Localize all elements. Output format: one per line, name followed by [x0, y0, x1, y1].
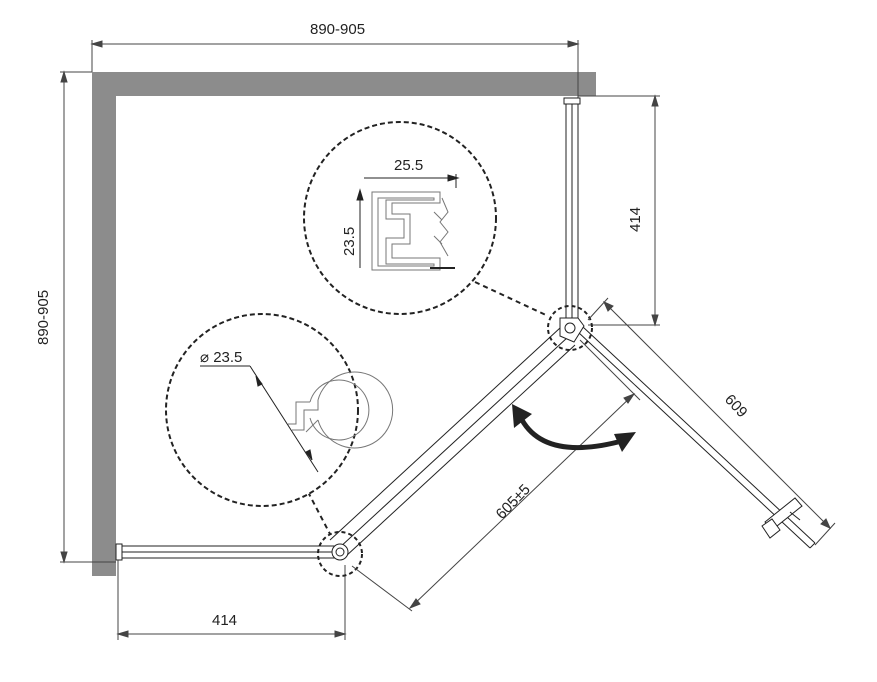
door-opening-label: 605±5: [493, 481, 534, 523]
door-length-label: 609: [721, 391, 751, 421]
top-hinge: [559, 317, 585, 343]
hinge-detail-circle: [165, 313, 359, 507]
bottom-detail-leader: [307, 491, 331, 535]
bottom-panel-label: 414: [212, 612, 237, 629]
top-hinge-marker: [547, 305, 593, 351]
bottom-panel-dimension: [116, 560, 347, 640]
top-dimension: [90, 40, 580, 100]
right-fixed-panel: [563, 97, 581, 321]
door-length-dimension: [587, 297, 836, 546]
door-panel: [577, 326, 816, 549]
right-panel-dimension: [578, 94, 660, 327]
profile-width-label: 25.5: [394, 157, 423, 174]
diagonal-panel: [329, 327, 576, 558]
hinge-dimension-lines: [200, 365, 319, 473]
door-handle: [761, 497, 803, 539]
top-wall: [92, 72, 596, 96]
hinge-diameter-label: ⌀ 23.5: [200, 349, 242, 366]
hinge-section-shape: [288, 371, 394, 449]
bottom-fixed-panel: [115, 543, 339, 561]
right-panel-label: 414: [627, 207, 644, 232]
hinge-detail: ⌀ 23.5: [165, 313, 394, 507]
bottom-hinge-marker: [317, 531, 363, 577]
door-opening-dimension: [351, 339, 641, 612]
bottom-hinge: [331, 543, 349, 561]
profile-detail: 25.5 23.5: [303, 121, 497, 315]
profile-dimension-lines: [356, 174, 460, 269]
profile-detail-circle: [303, 121, 497, 315]
top-width-label: 890-905: [310, 21, 365, 38]
left-height-label: 890-905: [35, 290, 52, 345]
walls: [92, 72, 596, 576]
top-detail-leader: [474, 281, 549, 317]
profile-section-shape: [371, 191, 449, 271]
profile-height-label: 23.5: [341, 227, 358, 256]
left-wall: [92, 72, 116, 576]
left-dimension: [60, 70, 116, 564]
door-swing-arrow: [512, 404, 636, 452]
